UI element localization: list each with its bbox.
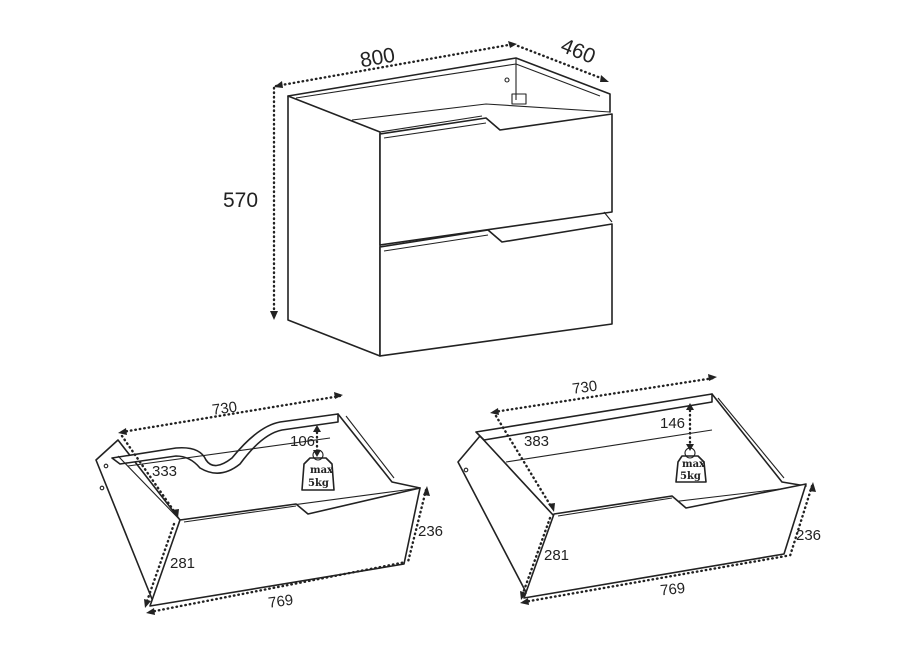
cabinet-dimension-width — [274, 41, 517, 88]
cabinet-hole — [504, 77, 510, 83]
label-drawer-left-width: 730 — [211, 399, 238, 419]
cabinet-rail-lower — [379, 115, 483, 133]
drawer-right-dimension-depth — [494, 414, 555, 512]
cabinet-dimension-depth — [516, 44, 609, 82]
cabinet-drawer-front-bottom — [379, 223, 613, 357]
drawer-right-weight-icon: max 5kg — [675, 447, 707, 483]
drawer-right-weight-kg: 5kg — [680, 471, 701, 482]
label-drawer-right-side: 281 — [544, 547, 569, 564]
label-drawer-right-front-width: 769 — [659, 580, 686, 600]
drawer-left-dimension-front-width — [146, 560, 408, 615]
drawer-left-weight-kg: 5kg — [308, 478, 329, 489]
label-drawer-right-front-height: 236 — [796, 527, 821, 544]
cabinet-rail — [351, 103, 611, 121]
label-drawer-left-front-height: 236 — [418, 523, 443, 540]
cabinet-bracket — [511, 93, 527, 105]
drawer-right-dimension-width — [490, 374, 717, 415]
drawer-left-dimension-depth — [120, 434, 179, 518]
drawer-right-dimension-side — [520, 516, 552, 600]
label-drawer-left-front-width: 769 — [267, 592, 294, 612]
drawer-left-dimension-side — [144, 522, 176, 608]
drawer-left-weight-icon: max 5kg — [301, 449, 335, 491]
drawer-left-back-panel — [111, 413, 339, 474]
drawer-left-dimension-inner-height — [313, 425, 321, 457]
drawer-left: max 5kg — [95, 413, 421, 607]
drawer-right-front-panel — [523, 483, 807, 599]
cabinet-gap — [603, 211, 613, 223]
cabinet-top-edges — [287, 57, 611, 113]
label-drawer-right-inner-height: 146 — [660, 415, 685, 432]
label-cabinet-width: 800 — [358, 44, 397, 73]
label-drawer-left-inner-height: 106 — [290, 433, 315, 450]
drawer-left-right-side — [337, 413, 421, 489]
label-drawer-right-width: 730 — [571, 378, 598, 398]
label-drawer-left-side: 281 — [170, 555, 195, 572]
cabinet-side-panel — [287, 95, 381, 357]
drawer-right: max 5kg — [457, 393, 807, 599]
drawer-left-dimension-front-height — [406, 486, 430, 564]
drawer-left-weight-max: max — [310, 465, 334, 476]
drawer-right-dimension-front-height — [788, 482, 816, 558]
label-cabinet-height: 570 — [223, 189, 258, 212]
label-drawer-right-depth: 383 — [524, 433, 549, 450]
drawer-right-dimension-front-width — [520, 554, 788, 605]
cabinet — [287, 57, 613, 357]
label-drawer-left-depth: 333 — [152, 463, 177, 480]
cabinet-dimension-height — [270, 86, 278, 320]
drawer-left-front-panel — [149, 487, 421, 607]
drawer-left-dimension-width — [118, 392, 343, 435]
drawer-right-dimension-inner-height — [686, 403, 694, 451]
drawer-right-right-side — [711, 393, 807, 487]
drawer-right-weight-max: max — [682, 459, 706, 470]
